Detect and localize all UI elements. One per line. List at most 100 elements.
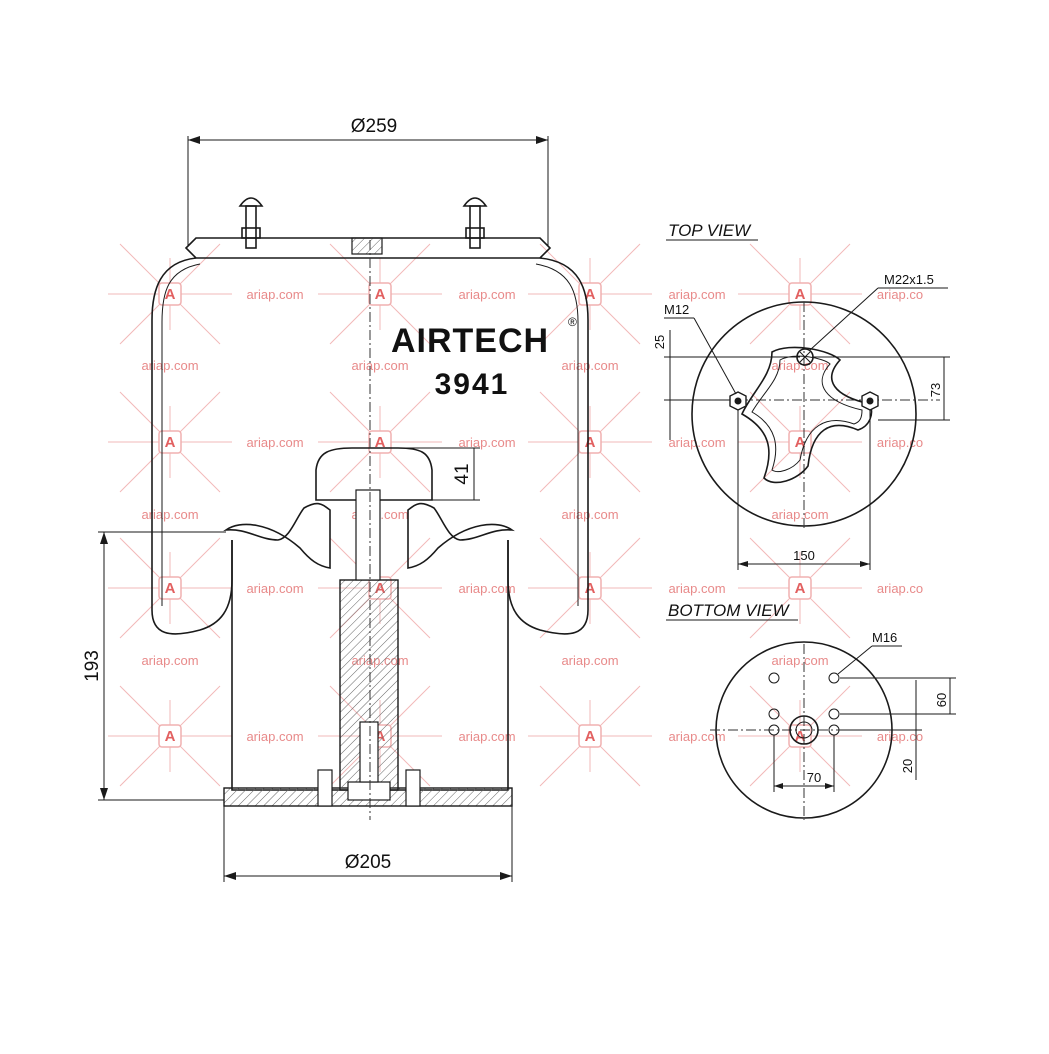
watermark-badge: A: [108, 685, 232, 787]
watermark-badge: A: [528, 685, 652, 787]
center-boss: [789, 715, 819, 745]
air-port-fitting: [351, 237, 383, 255]
watermark-text: ariap.com: [668, 729, 725, 744]
watermark-text: ariap.com: [668, 435, 725, 450]
watermark-text: ariap.com: [668, 287, 725, 302]
stud-spacing-label: 150: [793, 548, 815, 563]
pad-height-label: 41: [452, 463, 473, 484]
watermark-text: ariap.com: [141, 358, 198, 373]
bottom-view-title: BOTTOM VIEW: [668, 601, 791, 620]
arrow-head: [860, 561, 870, 567]
watermark-text: ariap.co: [877, 729, 923, 744]
vertical-spacing-label: 60: [934, 693, 949, 707]
watermark-text: ariap.com: [458, 287, 515, 302]
watermark-badge: A: [738, 243, 862, 345]
piston-shoulder-left: [223, 502, 331, 569]
stud-hole-right: [866, 397, 874, 405]
arrow-head: [100, 788, 108, 800]
watermark-letter: A: [165, 580, 176, 597]
mounting-stud-left: [238, 197, 264, 249]
registered-mark: ®: [568, 315, 577, 329]
bellow-inner-right: [535, 263, 579, 606]
watermark-text: ariap.com: [246, 581, 303, 596]
watermark-text: ariap.co: [877, 435, 923, 450]
watermark-text: ariap.com: [561, 507, 618, 522]
watermark-badge: A: [738, 391, 862, 493]
bolt-hole: [768, 672, 780, 684]
bolt-hole: [828, 672, 840, 684]
watermark-badge: A: [738, 537, 862, 639]
watermark-badge: A: [318, 243, 442, 345]
watermark-text: ariap.com: [458, 729, 515, 744]
center-bolt: [359, 721, 379, 783]
arrow-head: [224, 872, 236, 880]
watermark-badge: A: [528, 391, 652, 493]
leader-line: [837, 645, 873, 675]
port-offset-label: 25: [652, 335, 667, 349]
watermark-text: ariap.com: [458, 581, 515, 596]
watermark-text: ariap.com: [458, 435, 515, 450]
center-hole: [795, 721, 813, 739]
arrow-head: [536, 136, 548, 144]
stud-hole-left: [734, 397, 742, 405]
port-cross: [799, 351, 811, 363]
bellow-inner-left: [161, 263, 201, 606]
watermark-badge: A: [318, 391, 442, 493]
watermark-text: ariap.com: [561, 653, 618, 668]
watermark-letter: A: [585, 434, 596, 451]
top-view-title: TOP VIEW: [668, 221, 752, 240]
watermark-badge: A: [108, 537, 232, 639]
watermark-badge: A: [738, 685, 862, 787]
horizontal-spacing-label: 70: [807, 770, 821, 785]
watermark-letter: A: [375, 286, 386, 303]
watermark-letter: A: [375, 434, 386, 451]
watermark-text: ariap.co: [877, 581, 923, 596]
watermark-badge: A: [528, 243, 652, 345]
reinforcement-star: [740, 346, 873, 484]
stud-thread-label: M12: [664, 302, 689, 317]
leader-line: [809, 287, 879, 351]
air-port-thread-label: M22x1.5: [884, 272, 934, 287]
bellow-right-wall: [507, 257, 589, 635]
watermark-letter: A: [165, 286, 176, 303]
arrow-head: [738, 561, 748, 567]
bottom-diameter-label: Ø205: [345, 852, 391, 873]
bolt-hole: [828, 708, 840, 720]
bolt-thread-label: M16: [872, 630, 897, 645]
watermark-text: ariap.com: [771, 358, 828, 373]
watermark-letter: A: [795, 434, 806, 451]
bolt-head: [347, 781, 391, 801]
watermark-letter: A: [585, 728, 596, 745]
watermark-text: ariap.com: [246, 287, 303, 302]
stud-offset-label: 73: [928, 383, 943, 397]
watermark-text: ariap.com: [246, 729, 303, 744]
watermark-text: ariap.com: [771, 653, 828, 668]
bottom-view: BOTTOM VIEW M16 60 20: [666, 601, 956, 820]
watermark-letter: A: [165, 728, 176, 745]
watermark-letter: A: [165, 434, 176, 451]
watermark-badge: A: [108, 243, 232, 345]
height-label: 193: [82, 650, 103, 682]
watermark-letter: A: [585, 580, 596, 597]
watermark-text: ariap.com: [141, 507, 198, 522]
top-diameter-label: Ø259: [351, 116, 397, 137]
vertical-offset-label: 20: [900, 759, 915, 773]
watermark-letter: A: [795, 580, 806, 597]
piston-shoulder-right: [407, 502, 515, 569]
part-number: 3941: [435, 368, 510, 401]
bolt-hole: [768, 708, 780, 720]
watermark-text: ariap.com: [246, 435, 303, 450]
arrow-head: [500, 872, 512, 880]
watermark-text: ariap.com: [141, 653, 198, 668]
arrow-head: [188, 136, 200, 144]
watermark-badge: A: [108, 391, 232, 493]
base-bolt-left: [317, 769, 333, 807]
reinforcement-star-inner: [751, 355, 863, 473]
mounting-stud-right: [462, 197, 488, 249]
watermark-text: ariap.com: [351, 358, 408, 373]
watermark-text: ariap.com: [771, 507, 828, 522]
watermark-letter: A: [585, 286, 596, 303]
brand-name: AIRTECH: [391, 322, 549, 360]
base-bolt-right: [405, 769, 421, 807]
